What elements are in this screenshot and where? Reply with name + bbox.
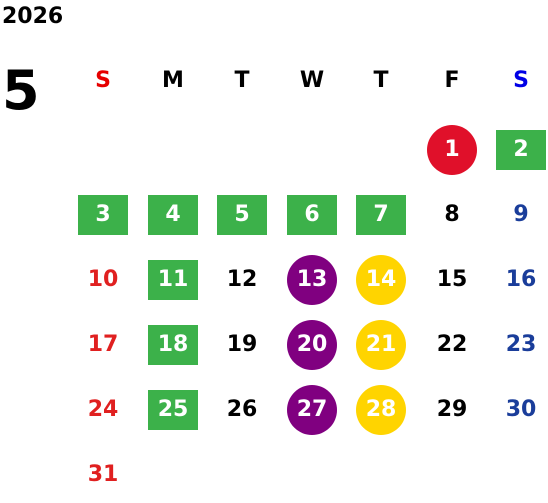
day-number: 4 — [165, 202, 181, 227]
day-cell[interactable]: 26 — [217, 390, 267, 430]
day-cell[interactable]: 5 — [217, 195, 267, 235]
day-cell[interactable]: 9 — [496, 195, 546, 235]
day-number: 17 — [87, 332, 119, 357]
day-number: 18 — [157, 332, 189, 357]
day-circle-marker — [356, 385, 406, 435]
day-square-marker — [496, 130, 546, 170]
day-square-marker — [148, 325, 198, 365]
year-label: 2026 — [2, 4, 64, 29]
day-circle-marker — [427, 125, 477, 175]
day-number: 19 — [226, 332, 258, 357]
day-cell[interactable]: 8 — [427, 195, 477, 235]
day-number: 23 — [505, 332, 537, 357]
day-cell[interactable]: 28 — [356, 385, 406, 435]
day-number: 31 — [87, 462, 119, 487]
day-circle-marker — [287, 385, 337, 435]
day-number: 1 — [444, 137, 460, 162]
day-square-marker — [78, 195, 128, 235]
day-square-marker — [356, 195, 406, 235]
day-number: 22 — [436, 332, 468, 357]
day-cell[interactable]: 15 — [427, 260, 477, 300]
day-cell[interactable]: 17 — [78, 325, 128, 365]
day-square-marker — [217, 195, 267, 235]
day-number: 7 — [373, 202, 389, 227]
day-cell[interactable]: 16 — [496, 260, 546, 300]
day-number: 29 — [436, 397, 468, 422]
day-number: 3 — [95, 202, 111, 227]
day-number: 28 — [365, 397, 397, 422]
day-number: 21 — [365, 332, 397, 357]
day-circle-marker — [356, 320, 406, 370]
day-number: 11 — [157, 267, 189, 292]
day-circle-marker — [287, 255, 337, 305]
day-number: 5 — [234, 202, 250, 227]
day-cell[interactable]: 10 — [78, 260, 128, 300]
day-number: 20 — [296, 332, 328, 357]
weekday-header: T — [373, 68, 389, 93]
day-number: 16 — [505, 267, 537, 292]
day-cell[interactable]: 7 — [356, 195, 406, 235]
day-cell[interactable]: 2 — [496, 130, 546, 170]
month-number: 5 — [2, 59, 40, 122]
day-cell[interactable]: 3 — [78, 195, 128, 235]
day-number: 26 — [226, 397, 258, 422]
weekday-header: F — [444, 68, 460, 93]
day-number: 30 — [505, 397, 537, 422]
weekday-header: S — [513, 68, 529, 93]
day-square-marker — [287, 195, 337, 235]
day-cell[interactable]: 30 — [496, 390, 546, 430]
day-cell[interactable]: 29 — [427, 390, 477, 430]
day-number: 6 — [304, 202, 320, 227]
weekday-header: T — [234, 68, 250, 93]
weekday-header: W — [299, 68, 325, 93]
day-number: 14 — [365, 267, 397, 292]
day-cell[interactable]: 23 — [496, 325, 546, 365]
day-number: 13 — [296, 267, 328, 292]
day-cell[interactable]: 27 — [287, 385, 337, 435]
day-number: 24 — [87, 397, 119, 422]
day-cell[interactable]: 18 — [148, 325, 198, 365]
day-cell[interactable]: 31 — [78, 455, 128, 495]
day-number: 2 — [513, 137, 529, 162]
day-cell[interactable]: 6 — [287, 195, 337, 235]
day-cell[interactable]: 19 — [217, 325, 267, 365]
weekday-header: S — [95, 68, 111, 93]
day-number: 8 — [444, 202, 460, 227]
day-square-marker — [148, 260, 198, 300]
day-cell[interactable]: 25 — [148, 390, 198, 430]
day-cell[interactable]: 1 — [427, 125, 477, 175]
day-cell[interactable]: 11 — [148, 260, 198, 300]
day-circle-marker — [287, 320, 337, 370]
day-number: 12 — [226, 267, 258, 292]
day-cell[interactable]: 22 — [427, 325, 477, 365]
day-number: 25 — [157, 397, 189, 422]
day-square-marker — [148, 195, 198, 235]
day-number: 15 — [436, 267, 468, 292]
day-number: 9 — [513, 202, 529, 227]
day-square-marker — [148, 390, 198, 430]
day-cell[interactable]: 20 — [287, 320, 337, 370]
day-circle-marker — [356, 255, 406, 305]
day-cell[interactable]: 24 — [78, 390, 128, 430]
weekday-header: M — [162, 68, 184, 93]
day-cell[interactable]: 21 — [356, 320, 406, 370]
day-cell[interactable]: 13 — [287, 255, 337, 305]
day-number: 10 — [87, 267, 119, 292]
day-cell[interactable]: 14 — [356, 255, 406, 305]
day-cell[interactable]: 4 — [148, 195, 198, 235]
day-cell[interactable]: 12 — [217, 260, 267, 300]
day-number: 27 — [296, 397, 328, 422]
